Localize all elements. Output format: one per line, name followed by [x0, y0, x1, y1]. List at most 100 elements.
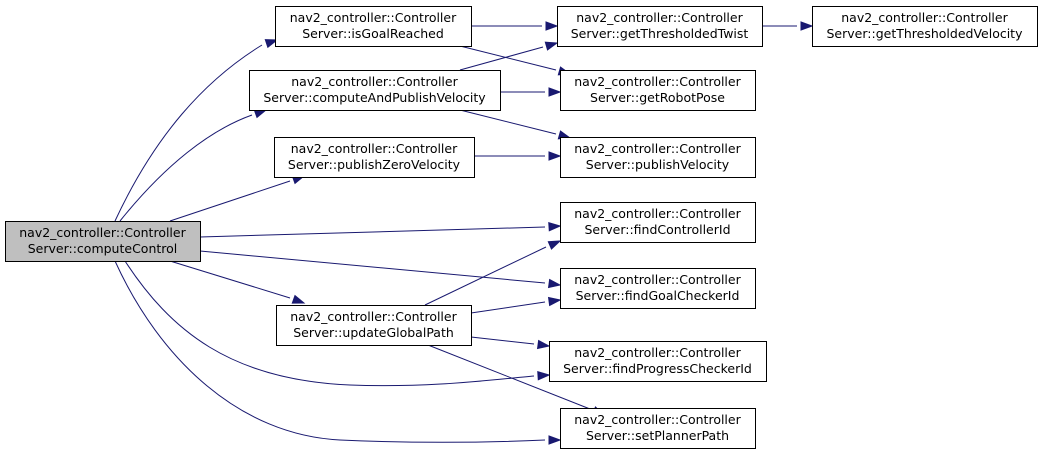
node-label-line2: Server::getThresholdedVelocity — [827, 26, 1024, 41]
node-label-line2: Server::findProgressCheckerId — [563, 361, 752, 376]
edge-updateGlobalPath-to-findGoalCheckerId — [470, 296, 562, 314]
arrowhead — [548, 222, 562, 232]
node-findGoalCheckerId[interactable]: nav2_controller::ControllerServer::findG… — [560, 268, 756, 309]
edge-computeAndPublishVelocity-to-getRobotPose — [500, 87, 562, 97]
node-publishZeroVelocity[interactable]: nav2_controller::ControllerServer::publi… — [274, 137, 475, 178]
edge-computeAndPublishVelocity-to-publishVelocity — [459, 109, 572, 140]
node-label-line2: Server::publishVelocity — [586, 157, 730, 172]
node-label-line2: Server::setPlannerPath — [586, 428, 729, 443]
node-label-line2: Server::publishZeroVelocity — [288, 157, 461, 172]
edge-line — [119, 114, 253, 222]
arrowhead — [536, 339, 551, 350]
node-label-line2: Server::updateGlobalPath — [293, 325, 454, 340]
node-setPlannerPath[interactable]: nav2_controller::ControllerServer::setPl… — [560, 408, 756, 449]
node-label-line1: nav2_controller::Controller — [291, 141, 458, 156]
node-getThresholdedVelocity[interactable]: nav2_controller::ControllerServer::getTh… — [812, 6, 1038, 47]
node-box — [276, 305, 472, 346]
node-label-line2: Server::findGoalCheckerId — [576, 288, 740, 303]
edge-line — [114, 260, 546, 443]
edge-line — [169, 260, 291, 299]
node-box — [560, 70, 756, 111]
edges-layer — [114, 21, 814, 445]
arrowhead — [544, 41, 559, 51]
node-label-line1: nav2_controller::Controller — [576, 10, 743, 25]
node-computeAndPublishVelocity[interactable]: nav2_controller::ControllerServer::compu… — [249, 70, 501, 111]
edge-line — [427, 344, 591, 410]
node-label-line1: nav2_controller::Controller — [574, 141, 741, 156]
node-updateGlobalPath[interactable]: nav2_controller::ControllerServer::updat… — [276, 305, 472, 346]
node-label-line2: Server::isGoalReached — [302, 26, 444, 41]
edge-computeControl-to-updateGlobalPath — [169, 260, 306, 304]
node-box — [812, 6, 1038, 47]
edge-computeControl-to-findGoalCheckerId — [199, 250, 562, 289]
edge-line — [470, 336, 535, 345]
node-label-line1: nav2_controller::Controller — [291, 74, 458, 89]
node-computeControl[interactable]: nav2_controller::ControllerServer::compu… — [5, 221, 201, 262]
node-box — [557, 6, 763, 47]
node-box — [560, 202, 756, 243]
edge-line — [169, 180, 291, 222]
nodes-layer: nav2_controller::ControllerServer::compu… — [5, 6, 1038, 449]
node-label-line2: Server::findControllerId — [584, 222, 730, 237]
arrowhead — [548, 435, 562, 445]
node-box — [549, 341, 767, 382]
edge-line — [459, 46, 544, 71]
node-label-line1: nav2_controller::Controller — [574, 206, 741, 221]
arrowhead — [547, 296, 562, 307]
node-box — [274, 137, 475, 178]
edge-computeControl-to-findControllerId — [199, 222, 562, 238]
arrowhead — [548, 87, 562, 97]
node-label-line1: nav2_controller::Controller — [841, 10, 1008, 25]
node-box — [560, 137, 756, 178]
edge-line — [199, 250, 546, 284]
edge-publishZeroVelocity-to-publishVelocity — [474, 151, 562, 161]
edge-line — [114, 44, 263, 222]
node-label-line2: Server::computeAndPublishVelocity — [263, 90, 486, 105]
edge-computeControl-to-findProgressCheckerId — [124, 260, 551, 387]
edge-line — [124, 260, 535, 387]
node-label-line2: Server::computeControl — [28, 241, 178, 256]
edge-computeControl-to-isGoalReached — [114, 39, 279, 222]
node-label-line1: nav2_controller::Controller — [19, 225, 186, 240]
edge-computeAndPublishVelocity-to-getThresholdedTwist — [459, 41, 559, 71]
arrowhead — [253, 109, 268, 119]
node-isGoalReached[interactable]: nav2_controller::ControllerServer::isGoa… — [275, 6, 472, 47]
node-label-line1: nav2_controller::Controller — [574, 74, 741, 89]
node-findControllerId[interactable]: nav2_controller::ControllerServer::findC… — [560, 202, 756, 243]
arrowhead — [800, 21, 814, 31]
node-label-line1: nav2_controller::Controller — [574, 272, 741, 287]
node-label-line1: nav2_controller::Controller — [290, 309, 457, 324]
edge-computeControl-to-setPlannerPath — [114, 260, 562, 445]
node-box — [275, 6, 472, 47]
node-box — [560, 268, 756, 309]
arrowhead — [545, 21, 559, 31]
edge-line — [424, 246, 547, 306]
edge-line — [470, 301, 546, 314]
arrowhead — [291, 294, 306, 304]
node-getRobotPose[interactable]: nav2_controller::ControllerServer::getRo… — [560, 70, 756, 111]
edge-updateGlobalPath-to-findControllerId — [424, 240, 562, 306]
node-label-line2: Server::getThresholdedTwist — [571, 26, 749, 41]
edge-computeControl-to-computeAndPublishVelocity — [119, 109, 268, 222]
arrowhead — [264, 39, 279, 49]
node-label-line1: nav2_controller::Controller — [290, 10, 457, 25]
node-publishVelocity[interactable]: nav2_controller::ControllerServer::publi… — [560, 137, 756, 178]
edge-computeControl-to-publishZeroVelocity — [169, 175, 306, 222]
edge-line — [459, 109, 557, 135]
node-box — [5, 221, 201, 262]
arrowhead — [547, 240, 562, 250]
node-label-line1: nav2_controller::Controller — [574, 412, 741, 427]
node-label-line2: Server::getRobotPose — [590, 90, 725, 105]
node-getThresholdedTwist[interactable]: nav2_controller::ControllerServer::getTh… — [557, 6, 763, 47]
edge-line — [459, 45, 557, 71]
arrowhead — [537, 371, 551, 381]
edge-line — [199, 226, 546, 238]
arrowhead — [547, 278, 562, 289]
node-box — [560, 408, 756, 449]
edge-getThresholdedTwist-to-getThresholdedVelocity — [762, 21, 814, 31]
edge-updateGlobalPath-to-findProgressCheckerId — [470, 336, 551, 350]
node-findProgressCheckerId[interactable]: nav2_controller::ControllerServer::findP… — [549, 341, 767, 382]
node-label-line1: nav2_controller::Controller — [574, 345, 741, 360]
node-box — [249, 70, 501, 111]
